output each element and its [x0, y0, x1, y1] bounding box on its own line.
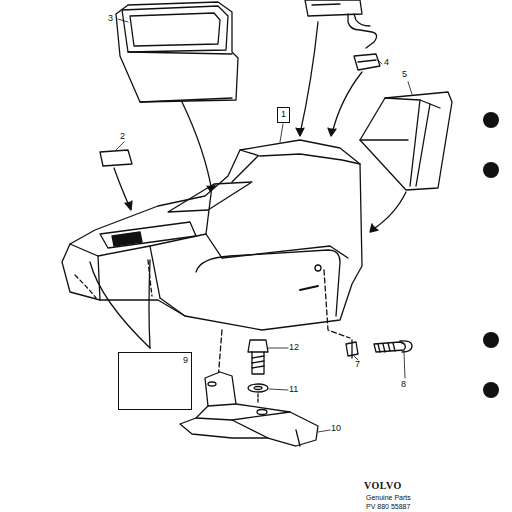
console-body	[62, 140, 362, 330]
callout-number: 8	[401, 380, 406, 389]
callout-number: 4	[384, 58, 389, 67]
inset-box: 9	[118, 352, 192, 410]
callout-number: 3	[108, 14, 113, 23]
margin-dots	[483, 112, 499, 398]
callout-box: 1	[277, 107, 290, 123]
storage-part	[360, 92, 452, 190]
callout-number: 11	[289, 385, 298, 394]
callout-number: 5	[402, 70, 407, 79]
callout-number: 2	[120, 132, 125, 141]
callout-number: 1	[280, 110, 287, 119]
bracket-part	[180, 372, 318, 446]
brand-text: Genuine Parts	[366, 494, 411, 501]
callout-number: 10	[331, 424, 341, 433]
callout-number: 7	[355, 360, 360, 369]
callout-leaders	[116, 19, 412, 432]
cover-plate	[100, 150, 132, 166]
callout-number: 9	[122, 356, 188, 365]
screw-parts	[346, 340, 412, 358]
bolt-parts	[248, 340, 268, 404]
callout-number: 12	[289, 343, 299, 352]
brand-text: PV 880 55887	[366, 503, 410, 510]
ashtray-part	[116, 2, 238, 102]
brand-text: VOLVO	[364, 481, 402, 491]
